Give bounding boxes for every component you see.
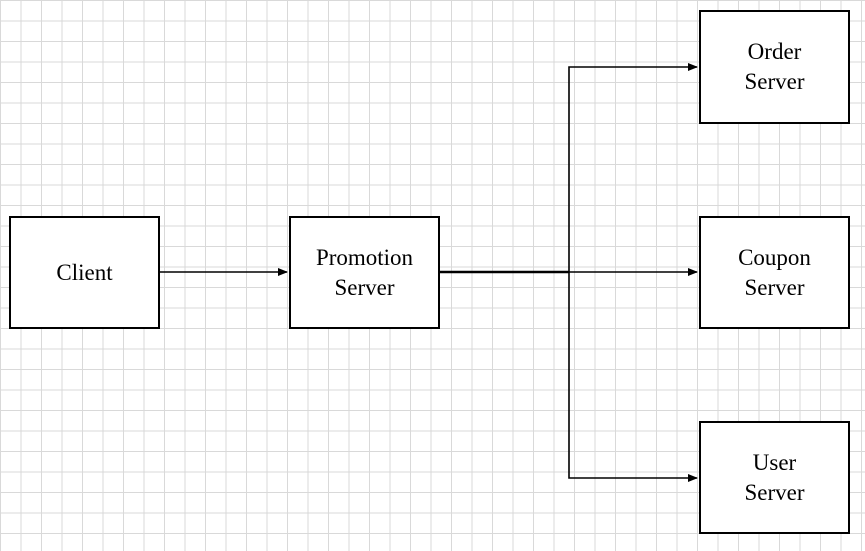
promotion-server-node-label: Promotion Server bbox=[315, 244, 414, 300]
user-server-node[interactable]: User Server bbox=[699, 421, 850, 534]
coupon-server-node[interactable]: Coupon Server bbox=[699, 216, 850, 329]
user-server-node-label: User Server bbox=[744, 449, 805, 505]
order-server-node-label: Order Server bbox=[744, 39, 805, 94]
promotion-server-node[interactable]: Promotion Server bbox=[289, 216, 440, 329]
client-node[interactable]: Client bbox=[9, 216, 160, 329]
arrow-promotion-to-order bbox=[568, 63, 698, 272]
coupon-server-node-label: Coupon Server bbox=[738, 244, 811, 300]
order-server-node[interactable]: Order Server bbox=[699, 10, 850, 124]
client-node-label: Client bbox=[56, 259, 113, 285]
arrow-promotion-to-user bbox=[568, 272, 698, 482]
